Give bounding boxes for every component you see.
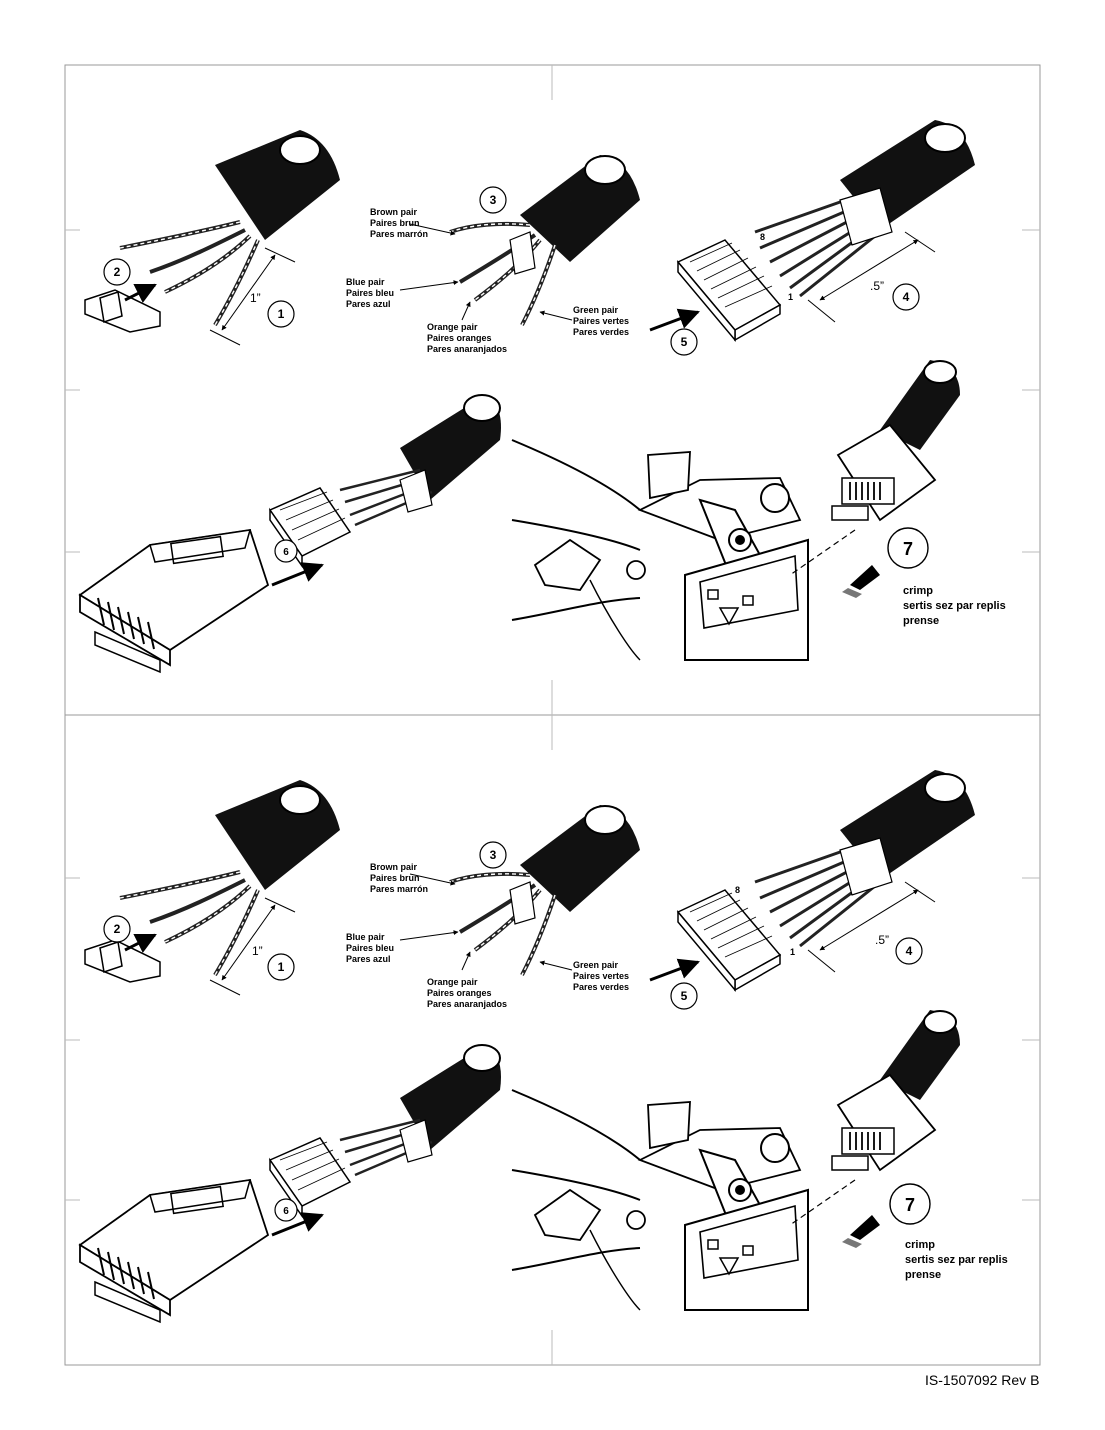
svg-text:Paires oranges: Paires oranges [427,333,492,343]
svg-text:Brown pair: Brown pair [370,207,418,217]
step-3-label: 3 [490,193,497,207]
trim-length-measure: .5” [875,933,889,947]
document-id: IS-1507092 Rev B [925,1372,1040,1388]
svg-text:Paires vertes: Paires vertes [573,316,629,326]
step-2-label: 2 [114,265,121,279]
svg-text:Paires vertes: Paires vertes [573,971,629,981]
svg-text:Pares anaranjados: Pares anaranjados [427,344,507,354]
svg-text:Pares marrón: Pares marrón [370,229,428,239]
step-1-label: 1 [278,960,285,974]
svg-text:Brown pair: Brown pair [370,862,418,872]
svg-text:prense: prense [905,1269,941,1281]
blue-pair-label: Blue pair Paires bleu Pares azul [346,932,394,964]
svg-text:Paires bleu: Paires bleu [346,943,394,953]
svg-text:Paires oranges: Paires oranges [427,988,492,998]
crimp-instruction: crimp sertis sez par replis prense [905,1239,1008,1281]
step-5-label: 5 [681,335,688,349]
pin-1-label: 1 [790,947,795,957]
brown-pair-label: Brown pair Paires brun Pares marrón [370,862,428,894]
pin-8-label: 8 [735,885,740,895]
svg-text:Pares anaranjados: Pares anaranjados [427,999,507,1009]
orange-pair-label: Orange pair Paires oranges Pares anaranj… [427,322,507,354]
step-3-label: 3 [490,848,497,862]
brown-pair-label: Brown pair Paires brun Pares marrón [370,207,428,239]
step-4-label: 4 [903,290,910,304]
svg-text:Pares azul: Pares azul [346,299,391,309]
step-7-label: 7 [905,1195,915,1215]
step-4-label: 4 [906,944,913,958]
green-pair-label: Green pair Paires vertes Pares verdes [573,960,629,992]
instruction-panel-bottom: 1 2 3 4 5 6 7 1” .5” 8 1 Brown pair Pair… [80,770,1008,1322]
step-7-label: 7 [903,539,913,559]
svg-text:crimp: crimp [905,1239,935,1251]
svg-text:Pares verdes: Pares verdes [573,327,629,337]
svg-text:prense: prense [903,615,939,627]
svg-text:Green pair: Green pair [573,960,619,970]
instruction-panel-top: 1 2 3 4 5 6 7 1” .5” 8 1 Brown pair Pair… [80,120,1006,672]
svg-text:sertis sez par replis: sertis sez par replis [903,600,1006,612]
pin-1-label: 1 [788,292,793,302]
pin-8-label: 8 [760,232,765,242]
step-6-label: 6 [283,1206,289,1217]
svg-text:Pares marrón: Pares marrón [370,884,428,894]
svg-text:Paires brun: Paires brun [370,218,420,228]
svg-text:Paires bleu: Paires bleu [346,288,394,298]
svg-text:Blue pair: Blue pair [346,932,385,942]
step-2-label: 2 [114,922,121,936]
trim-length-measure: .5” [870,279,884,293]
step-markers: 1 2 3 4 5 6 7 [103,841,931,1225]
cut-guides [65,65,1040,1365]
crimp-instruction: crimp sertis sez par replis prense [903,585,1006,627]
blue-pair-label: Blue pair Paires bleu Pares azul [346,277,394,309]
step-5-label: 5 [681,989,688,1003]
step-1-label: 1 [278,307,285,321]
svg-text:Paires brun: Paires brun [370,873,420,883]
svg-text:Green pair: Green pair [573,305,619,315]
strip-length-measure: 1” [250,291,261,305]
green-pair-label: Green pair Paires vertes Pares verdes [573,305,629,337]
orange-pair-label: Orange pair Paires oranges Pares anaranj… [427,977,507,1009]
step-markers: 1 2 3 4 5 6 7 [103,186,929,569]
svg-text:Pares azul: Pares azul [346,954,391,964]
svg-text:Blue pair: Blue pair [346,277,385,287]
step-6-label: 6 [283,547,289,558]
svg-text:Orange pair: Orange pair [427,977,478,987]
svg-text:sertis sez par replis: sertis sez par replis [905,1254,1008,1266]
strip-length-measure: 1” [252,944,263,958]
svg-text:Pares verdes: Pares verdes [573,982,629,992]
svg-text:Orange pair: Orange pair [427,322,478,332]
svg-text:crimp: crimp [903,585,933,597]
